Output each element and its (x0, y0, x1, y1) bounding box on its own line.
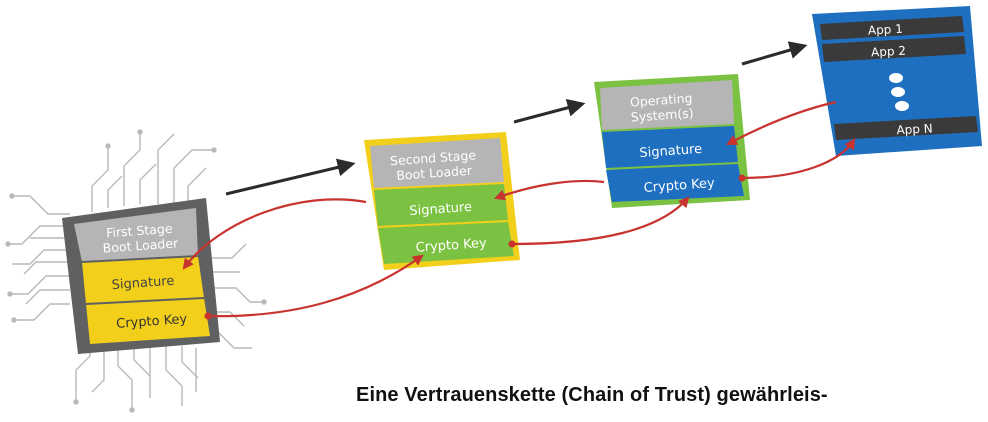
sig2-to-sig1 (182, 198, 367, 270)
os-title-line1: Operating (629, 90, 692, 109)
app-1-label: App 1 (868, 22, 904, 38)
arrow-second-to-os (513, 98, 586, 124)
os-sig-to-sig2 (493, 179, 605, 201)
second-stage-title-line2: Boot Loader (396, 163, 473, 183)
app-n-label: App N (896, 121, 933, 137)
os-signature: Signature (639, 142, 703, 161)
first-stage-signature: Signature (111, 274, 175, 293)
second-stage-title-line1: Second Stage (390, 147, 477, 168)
operating-system-stage: Operating System(s) Signature Crypto Key (594, 74, 750, 208)
first-stage-title-line2: Boot Loader (102, 235, 179, 255)
key2-to-sig3 (511, 196, 690, 246)
second-stage-boot-loader: Second Stage Boot Loader Signature Crypt… (364, 132, 520, 270)
verification-arrows (182, 100, 856, 320)
first-stage-title-line1: First Stage (106, 221, 174, 241)
second-stage-crypto-key: Crypto Key (415, 236, 487, 256)
sequence-arrows (225, 41, 808, 196)
second-stage-signature: Signature (409, 200, 473, 219)
caption-text: Eine Vertrauenskette (Chain of Trust) ge… (356, 384, 828, 406)
app-2-label: App 2 (871, 44, 907, 60)
os-crypto-key: Crypto Key (643, 176, 715, 196)
applications-stage: App 1 App 2 App N (812, 6, 982, 156)
apps-to-os-sig (726, 100, 837, 146)
arrow-os-to-apps (741, 41, 808, 66)
first-stage-chip: First Stage Boot Loader Signature Crypto… (62, 198, 220, 354)
key1-to-sig2 (205, 254, 424, 318)
os-title-line2: System(s) (630, 105, 694, 124)
first-stage-crypto-key: Crypto Key (116, 312, 188, 332)
key3-to-appn (741, 138, 856, 180)
arrow-first-to-second (225, 158, 356, 196)
